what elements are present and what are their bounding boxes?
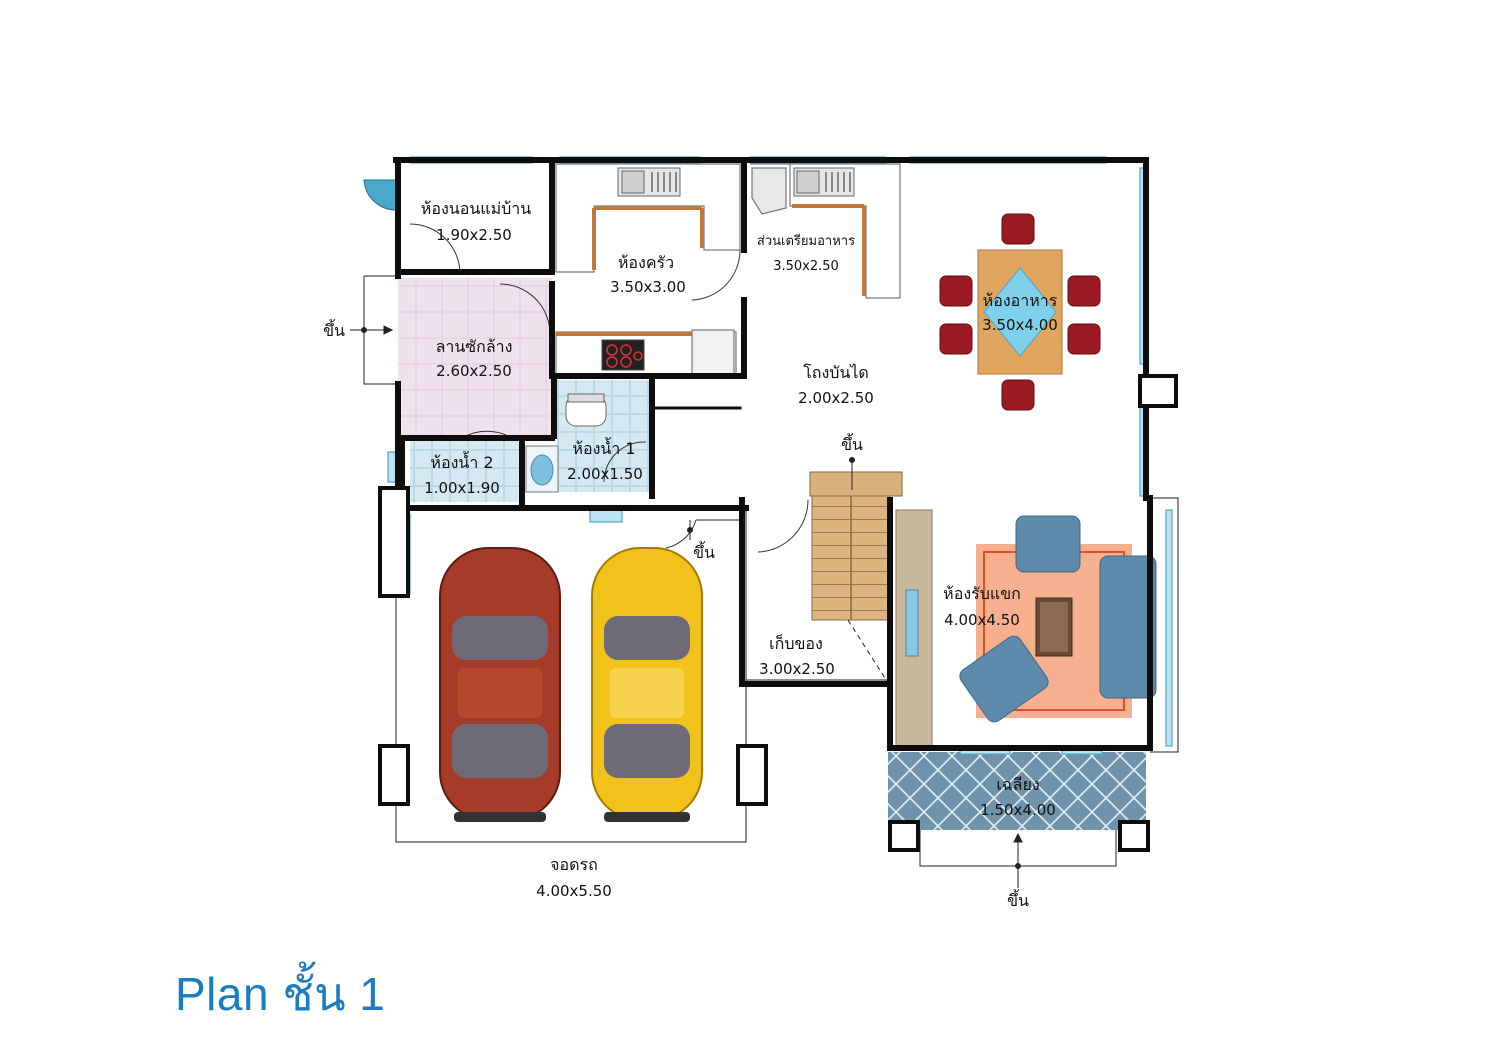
walls [393,157,1153,751]
prep-sink-icon [793,167,855,197]
step-arrows [350,325,1023,888]
living-furniture-icon [959,515,1157,723]
bathroom1-name: ห้องน้ำ 1 [572,437,635,458]
stairwell-name: โถงบันได [803,363,869,382]
bathroom2-floor [410,440,522,502]
storage-size: 3.00x2.50 [759,660,835,678]
garage-size: 4.00x5.50 [536,882,612,900]
stove-icon [601,339,645,371]
storage-name: เก็บของ [769,633,823,653]
kitchen-name: ห้องครัว [618,253,674,272]
terrace-floor [888,752,1146,830]
up-label-left: ขึ้น [323,319,345,340]
bathroom2-name: ห้องน้ำ 2 [430,451,493,472]
dining-size: 3.50x4.00 [982,316,1058,334]
tv-icon [905,589,919,657]
washbasin-icon [525,445,559,493]
food-prep-size: 3.50x2.50 [773,259,839,274]
plan-title: Plan ชั้น 1 [175,968,386,1020]
laundry-size: 2.60x2.50 [436,362,512,380]
bathroom1-size: 2.00x1.50 [567,465,643,483]
up-label-garage: ขึ้น [693,541,715,562]
kitchen-sink-icon [617,167,681,197]
dining-name: ห้องอาหาร [983,291,1058,310]
terrace-name: เฉลียง [996,775,1039,794]
stairwell-size: 2.00x2.50 [798,389,874,407]
dining-table-icon [939,213,1101,411]
room-labels: ห้องนอนแม่บ้าน 1.90x2.50 ห้องครัว 3.50x3… [323,199,1058,910]
kitchen-size: 3.50x3.00 [610,278,686,296]
entry-door-icon [363,179,397,211]
laundry-floor [398,278,552,436]
car-yellow-icon [591,547,703,822]
garage-name: จอดรถ [550,855,598,874]
columns [378,374,1178,852]
kitchen-counter [555,163,741,375]
up-label-stair: ขึ้น [841,433,863,454]
terrace-size: 1.50x4.00 [980,801,1056,819]
staircase-icon [809,471,903,621]
maid-bedroom-size: 1.90x2.50 [436,226,512,244]
living-size: 4.00x4.50 [944,611,1020,629]
door-swings [409,223,809,553]
maid-bedroom-name: ห้องนอนแม่บ้าน [421,199,531,218]
up-label-terrace: ขึ้น [1007,889,1029,910]
car-red-icon [439,547,561,822]
food-prep-name: ส่วนเตรียมอาหาร [757,233,855,249]
prep-counter [750,163,901,299]
living-name: ห้องรับแขก [943,584,1021,603]
laundry-name: ลานซักล้าง [436,337,513,356]
toilet-icon [565,393,607,427]
bathroom2-size: 1.00x1.90 [424,479,500,497]
